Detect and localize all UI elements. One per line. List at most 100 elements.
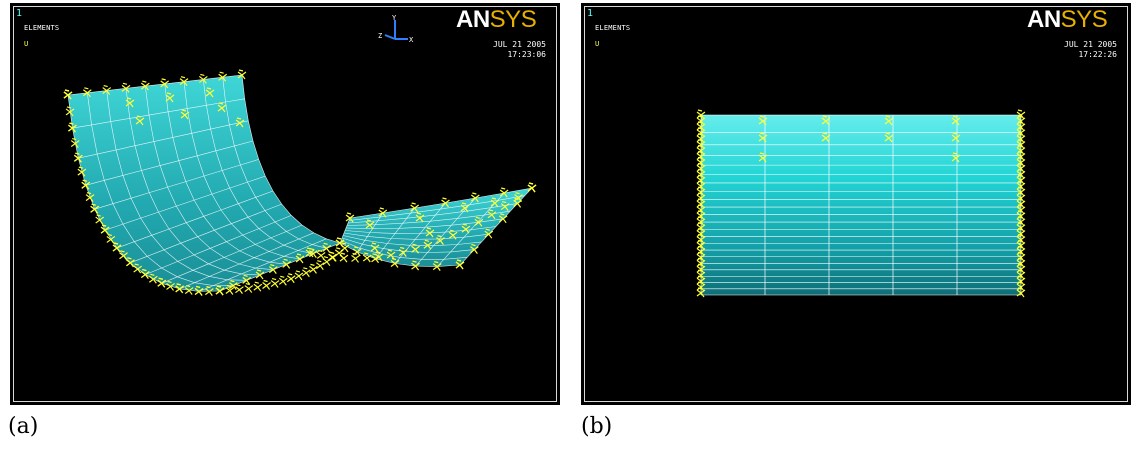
constraint-symbol — [204, 286, 214, 296]
constraint-symbol — [696, 162, 706, 173]
figure-caption-a: (a) — [8, 414, 39, 439]
dof-label: U — [24, 40, 29, 48]
constraint-symbol — [386, 249, 396, 260]
constraint-symbol — [500, 200, 510, 211]
constraint-symbol — [218, 71, 228, 82]
constraint-symbol — [194, 285, 204, 296]
constraint-symbol — [696, 127, 706, 138]
plot-time: 17:22:26 — [1078, 50, 1117, 59]
constraint-symbol — [696, 257, 706, 268]
constraint-symbol — [262, 279, 271, 290]
constraint-symbol — [119, 250, 128, 261]
plot-type-label: ELEMENTS — [595, 24, 631, 32]
triad-x-label: X — [409, 36, 414, 44]
constraint-symbol — [884, 132, 894, 143]
constraint-symbol — [410, 202, 420, 213]
constraint-symbol — [255, 269, 265, 280]
constraint-symbol — [484, 228, 494, 239]
constraint-symbol — [436, 235, 445, 245]
constraint-symbol — [63, 89, 73, 100]
constraint-symbol — [1016, 239, 1026, 250]
coordinate-triad-icon: Y X Z — [378, 14, 414, 44]
constraint-symbol — [1016, 139, 1026, 150]
constraint-symbol — [696, 228, 706, 239]
constraint-symbol — [235, 284, 244, 295]
constraint-symbol — [411, 260, 420, 271]
figure-caption-b: (b) — [581, 414, 613, 439]
constraint-symbol — [1016, 121, 1026, 132]
constraint-symbol — [268, 264, 278, 275]
plot-date: JUL 21 2005 — [1064, 40, 1117, 49]
constraint-symbol — [1016, 287, 1026, 298]
constraint-symbol — [696, 115, 706, 126]
constraint-symbol — [95, 214, 105, 225]
constraint-symbol — [1016, 150, 1026, 161]
constraint-symbol — [286, 273, 296, 284]
constraint-symbol — [398, 246, 408, 257]
constraint-symbol — [70, 137, 80, 148]
constraint-symbol — [470, 192, 480, 203]
constraint-symbol — [374, 251, 384, 262]
ansys-viewport-b: 1 ELEMENTS U ANSYS JUL 21 2005 17:22:26 — [581, 3, 1131, 405]
constraint-symbol — [474, 216, 484, 227]
constraint-symbol — [305, 247, 315, 258]
constraint-symbol — [1016, 174, 1026, 185]
constraint-symbol — [68, 122, 77, 133]
constraint-symbol — [696, 168, 706, 179]
constraint-symbol — [295, 253, 305, 264]
constraint-symbol — [696, 174, 706, 185]
constraint-symbol — [821, 115, 831, 126]
constraint-symbol — [696, 139, 706, 150]
constraint-symbol — [1016, 168, 1026, 179]
constraint-symbol — [235, 117, 245, 128]
constraint-symbol — [126, 257, 135, 268]
constraint-symbol — [270, 277, 280, 288]
constraint-symbol — [242, 274, 252, 285]
constraint-symbol — [322, 256, 332, 267]
constraint-symbol — [237, 69, 247, 80]
constraint-symbol — [696, 145, 706, 155]
constraint-symbol — [112, 242, 122, 253]
constraint-symbol — [461, 223, 471, 234]
constraint-symbol — [334, 247, 344, 258]
dof-label: U — [595, 40, 600, 48]
constraint-symbol — [696, 263, 706, 274]
constraint-symbol — [316, 249, 326, 260]
constraint-symbol — [309, 263, 318, 274]
constraint-symbol — [301, 267, 311, 278]
constraint-symbol — [1016, 269, 1026, 280]
constraint-symbol — [951, 152, 961, 163]
constraint-symbol — [166, 280, 175, 291]
constraint-symbol — [499, 187, 509, 198]
triad-z-label: Z — [378, 32, 382, 40]
constraint-symbol — [1016, 109, 1026, 120]
constraint-symbol — [758, 152, 768, 163]
constraint-symbol — [696, 216, 706, 227]
constraint-symbol — [175, 283, 185, 294]
constraint-symbol — [362, 252, 372, 263]
constraint-symbol — [513, 197, 522, 208]
viewport-frame — [13, 6, 557, 402]
constraint-symbol — [121, 82, 131, 93]
constraint-symbol — [217, 102, 227, 113]
constraint-symbol — [77, 166, 87, 177]
constraint-symbol — [696, 192, 706, 203]
constraint-symbol — [696, 180, 706, 191]
constraint-symbol — [1016, 281, 1026, 292]
constraint-symbol — [228, 280, 238, 291]
constraint-symbol — [696, 133, 706, 144]
constraint-symbol — [455, 259, 465, 270]
constraint-symbol — [696, 210, 706, 221]
constraint-symbol — [696, 186, 706, 197]
constraint-symbol — [1016, 245, 1026, 256]
constraint-symbol — [352, 246, 362, 257]
constraint-symbol — [884, 115, 894, 126]
constraint-symbol — [65, 106, 75, 117]
window-number: 1 — [16, 8, 23, 19]
constraint-symbol — [345, 212, 355, 223]
constraint-symbol — [282, 258, 292, 269]
constraint-symbol — [951, 115, 961, 126]
constraint-symbol — [1016, 263, 1026, 274]
constraint-symbol — [339, 252, 349, 263]
constraint-symbol — [133, 263, 143, 274]
